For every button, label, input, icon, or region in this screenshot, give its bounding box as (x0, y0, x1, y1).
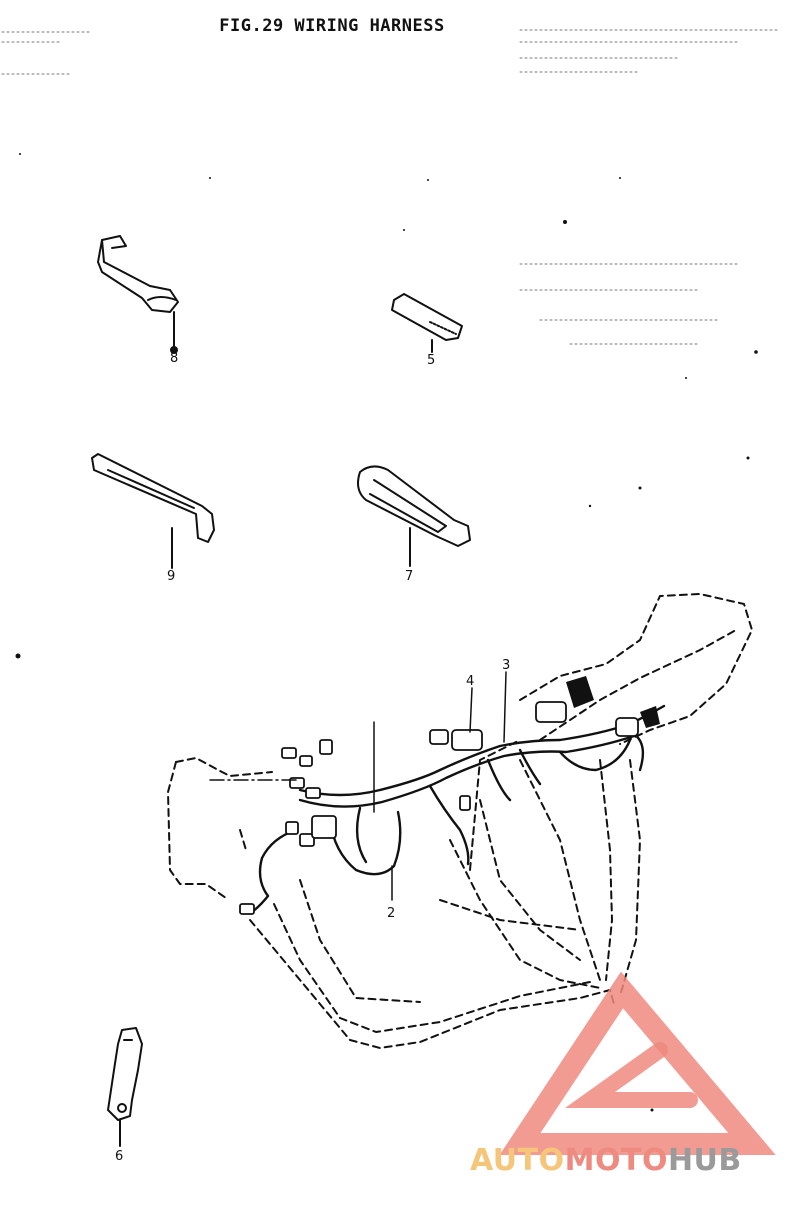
callout-9: 9 (167, 569, 175, 584)
motorcycle-frame (167, 593, 753, 1049)
callout-3: 3 (502, 658, 510, 673)
callout-7: 7 (405, 569, 413, 584)
watermark-hub: HUB (667, 1143, 742, 1178)
watermark-moto: MOTO (564, 1143, 668, 1178)
faded-text-block-left (1, 31, 91, 75)
leader-lines (209, 671, 507, 901)
triangle-logo (499, 971, 776, 1155)
wiring-harness (250, 704, 666, 914)
callout-8: 8 (170, 351, 178, 366)
connector-cluster (239, 701, 639, 915)
part-9-strap (91, 453, 215, 569)
callout-4: 4 (466, 674, 474, 689)
part-8-clamp (97, 235, 179, 354)
callout-6: 6 (115, 1149, 123, 1164)
scan-noise (15, 153, 758, 1112)
part-5-band (391, 293, 463, 353)
part-7-strap (357, 465, 471, 567)
faded-text-block-right (519, 29, 781, 345)
callout-2: 2 (387, 906, 395, 921)
watermark-auto: AUTO (470, 1143, 565, 1178)
figure-title: FIG.29 WIRING HARNESS (219, 16, 445, 36)
watermark-text: AUTOMOTOHUB (470, 1143, 792, 1178)
connector-black-block (566, 676, 660, 728)
part-6-clamp (107, 1027, 143, 1147)
callout-5: 5 (427, 353, 435, 368)
